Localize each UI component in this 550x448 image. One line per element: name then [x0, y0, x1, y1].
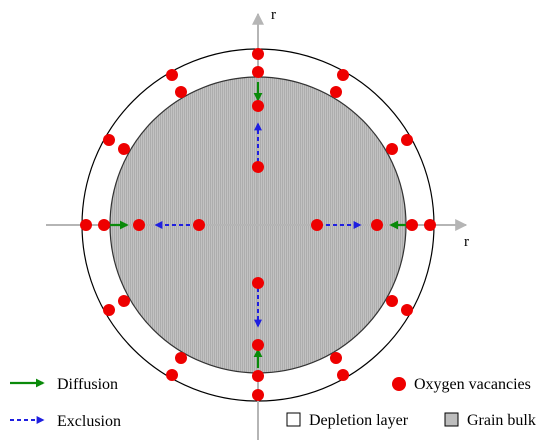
legend-item-diffusion: Diffusion [10, 376, 118, 393]
legend-diffusion-label: Diffusion [57, 376, 118, 393]
vacancy-dot [337, 369, 349, 381]
vacancy-dot [175, 86, 187, 98]
vacancy-dot [193, 219, 205, 231]
legend-item-grain-bulk: Grain bulk [444, 412, 536, 429]
legend-item-depletion-layer: Depletion layer [286, 412, 409, 429]
vacancy-dot [252, 161, 264, 173]
vacancy-dot [118, 295, 130, 307]
vacancy-dot [386, 295, 398, 307]
vacancy-dot [424, 219, 436, 231]
legend-grain-bulk-swatch [444, 412, 459, 427]
vacancy-dot [133, 219, 145, 231]
vacancy-dot [166, 69, 178, 81]
legend: Diffusion Exclusion Oxygen vacancies Dep… [10, 376, 536, 430]
legend-exclusion-label: Exclusion [57, 413, 121, 430]
vacancy-dot [166, 369, 178, 381]
vacancy-dot [330, 352, 342, 364]
legend-grain-bulk-label: Grain bulk [467, 412, 536, 429]
vacancy-dot [330, 86, 342, 98]
vacancy-dot [80, 219, 92, 231]
vacancy-dot [252, 277, 264, 289]
vacancy-dot [103, 134, 115, 146]
vacancy-dot [386, 143, 398, 155]
vacancy-dot [252, 48, 264, 60]
vacancy-dot [252, 370, 264, 382]
legend-vacancy-dot [392, 377, 406, 391]
vacancy-dot [401, 304, 413, 316]
legend-oxygen-vacancies-label: Oxygen vacancies [414, 376, 531, 393]
oxygen-vacancies [80, 48, 436, 401]
vacancy-dot [175, 352, 187, 364]
vacancy-dot [252, 389, 264, 401]
vacancy-dot [371, 219, 383, 231]
vacancy-dot [103, 304, 115, 316]
legend-depletion-layer-label: Depletion layer [309, 412, 409, 429]
vacancy-dot [98, 219, 110, 231]
vacancy-dot [311, 219, 323, 231]
legend-item-oxygen-vacancies: Oxygen vacancies [392, 376, 531, 393]
legend-depletion-swatch [286, 412, 301, 427]
horizontal-axis-label: r [464, 234, 469, 250]
legend-item-exclusion: Exclusion [10, 413, 121, 430]
vacancy-dot [252, 66, 264, 78]
vertical-axis-label: r [271, 7, 276, 23]
vacancy-dot [252, 339, 264, 351]
vacancy-dot [401, 134, 413, 146]
vacancy-dot [337, 69, 349, 81]
vacancy-dot [118, 143, 130, 155]
vacancy-dot [406, 219, 418, 231]
vacancy-dot [252, 100, 264, 112]
